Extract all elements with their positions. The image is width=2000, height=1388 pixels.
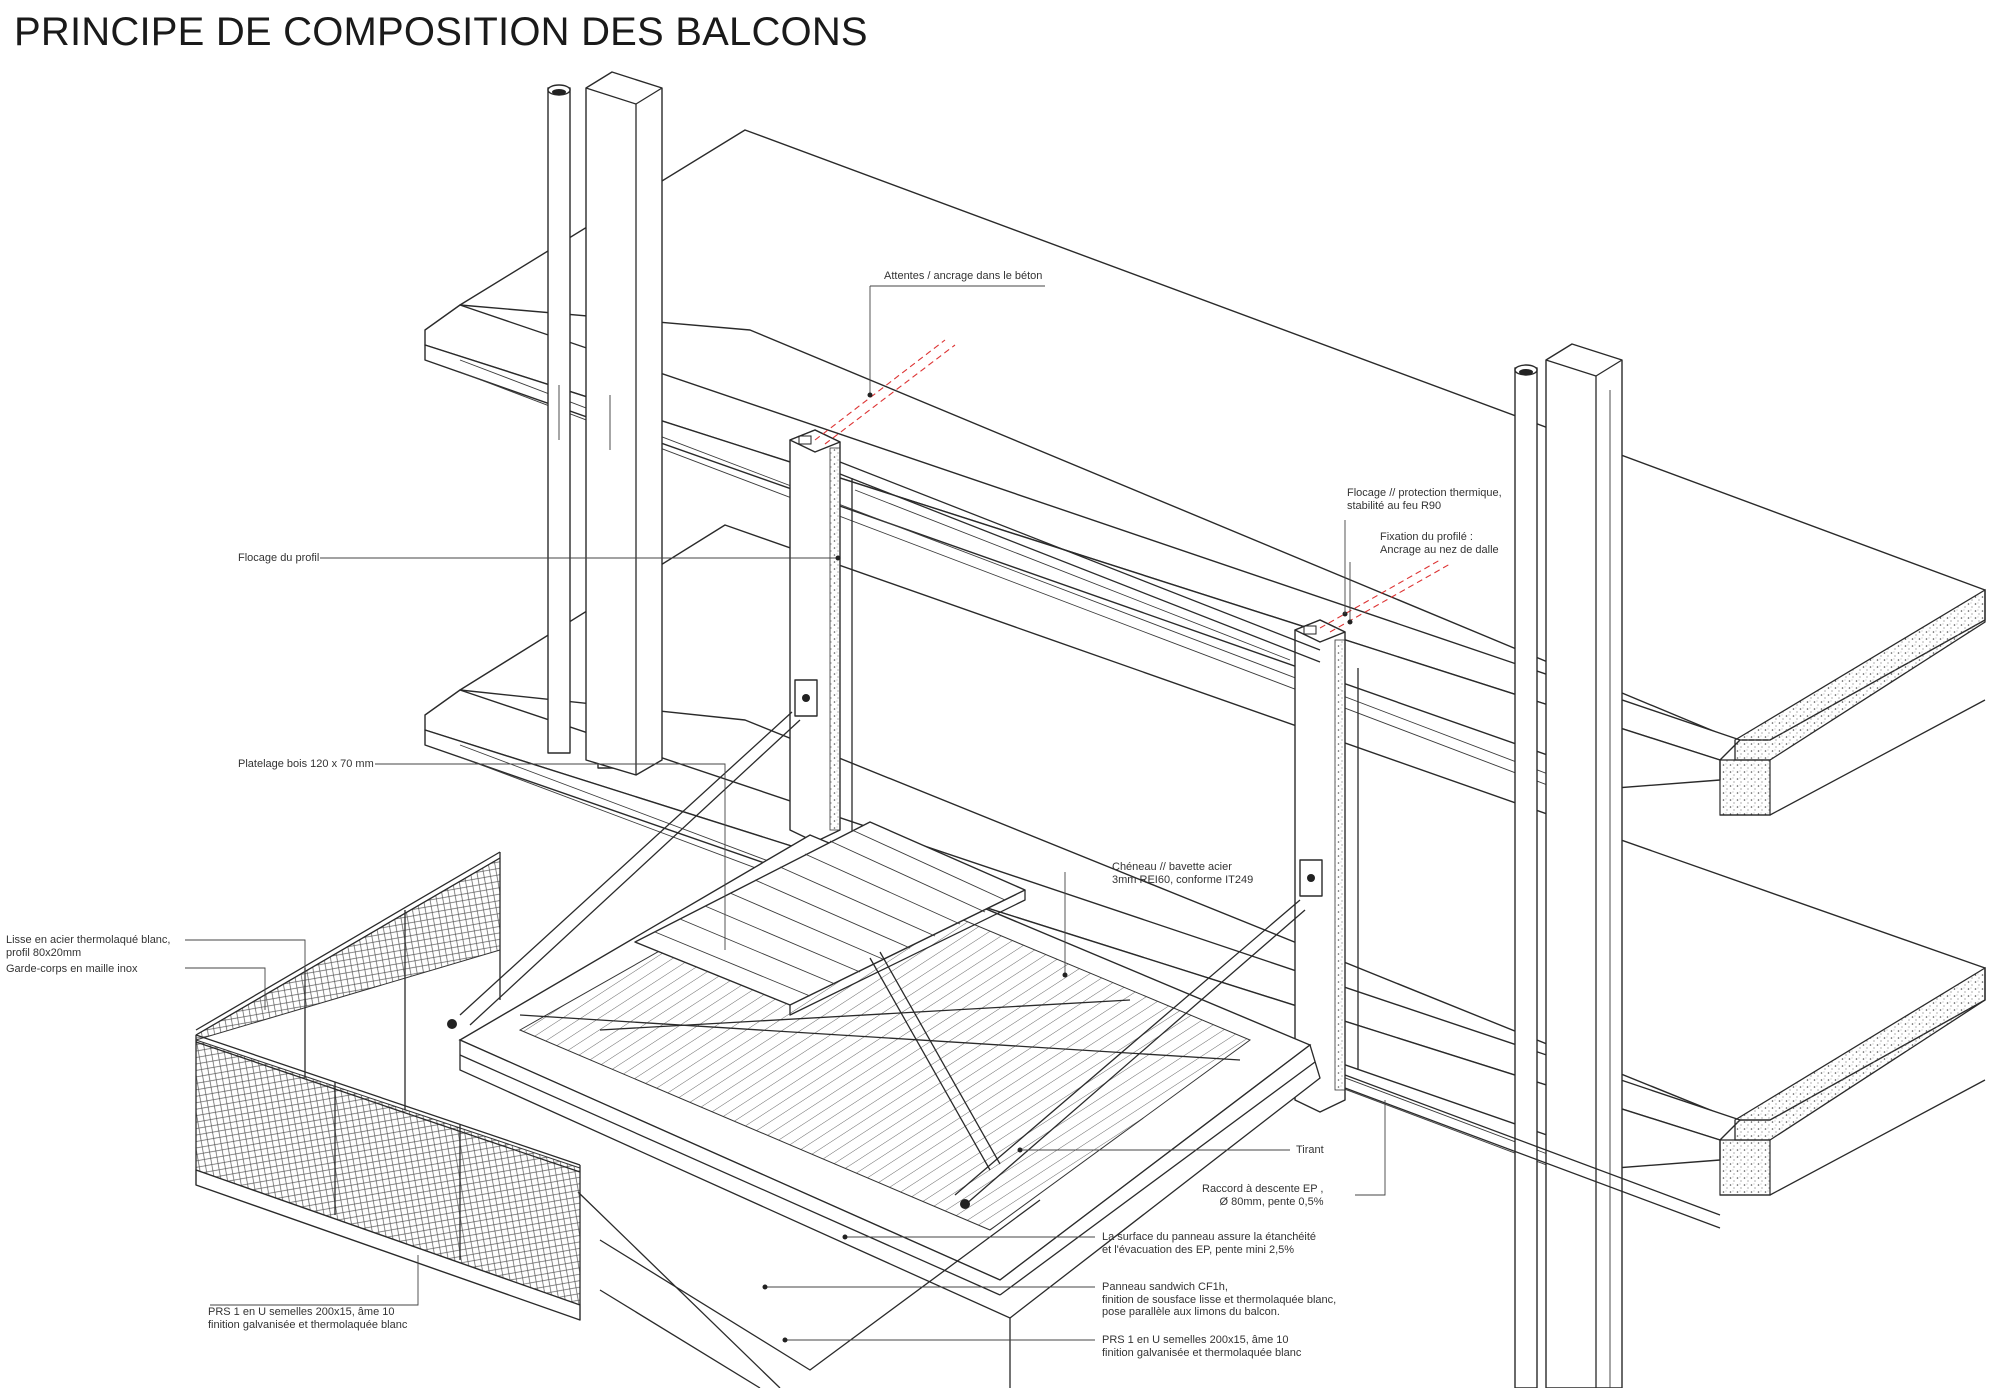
annotation-panneau: Panneau sandwich CF1h, finition de sousf… bbox=[1102, 1281, 1336, 1319]
left-columns bbox=[547, 71, 663, 776]
annotation-line: Raccord à descente EP , bbox=[1202, 1183, 1324, 1195]
annotation-flocage-profil: Flocage du profil bbox=[238, 552, 319, 565]
annotation-line: Garde-corps en maille inox bbox=[6, 963, 138, 975]
annotation-prs-left: PRS 1 en U semelles 200x15, âme 10 finit… bbox=[208, 1306, 407, 1331]
annotation-line: Fixation du profilé : bbox=[1380, 531, 1473, 543]
annotation-line: Lisse en acier thermolaqué blanc, bbox=[6, 934, 171, 946]
annotation-line: finition galvanisée et thermolaquée blan… bbox=[208, 1318, 408, 1331]
annotation-attentes: Attentes / ancrage dans le béton bbox=[884, 270, 1042, 283]
annotation-prs-right: PRS 1 en U semelles 200x15, âme 10 finit… bbox=[1102, 1334, 1301, 1359]
annotation-line: PRS 1 en U semelles 200x15, âme 10 bbox=[208, 1306, 395, 1318]
annotation-line: et l'évacuation des EP, pente mini 2,5% bbox=[1102, 1243, 1295, 1256]
annotation-line: profil 80x20mm bbox=[6, 946, 82, 959]
annotation-line: 3mm REI60, conforme IT249 bbox=[1112, 873, 1254, 886]
annotation-line: finition galvanisée et thermolaquée blan… bbox=[1102, 1346, 1302, 1359]
annotation-surface: La surface du panneau assure la étanchéi… bbox=[1102, 1231, 1316, 1256]
annotation-line: pose parallèle aux limons du balcon. bbox=[1102, 1306, 1280, 1318]
annotation-line: La surface du panneau assure la étanchéi… bbox=[1102, 1231, 1317, 1243]
annotation-line: Ancrage au nez de dalle bbox=[1380, 543, 1499, 556]
annotation-line: Flocage // protection thermique, bbox=[1347, 487, 1502, 499]
annotation-lisse: Lisse en acier thermolaqué blanc, profil… bbox=[6, 934, 170, 959]
annotation-line: Platelage bois 120 x 70 mm bbox=[238, 758, 374, 770]
bracing bbox=[447, 679, 1323, 1209]
annotation-line: stabilité au feu R90 bbox=[1347, 499, 1442, 512]
annotation-line: finition de sousface lisse et thermolaqu… bbox=[1102, 1293, 1337, 1306]
annotation-line: PRS 1 en U semelles 200x15, âme 10 bbox=[1102, 1334, 1289, 1346]
annotation-line: Flocage du profil bbox=[238, 552, 320, 564]
annotation-line: Tirant bbox=[1296, 1144, 1324, 1156]
annotation-tirant: Tirant bbox=[1296, 1144, 1324, 1157]
annotation-cheneau: Chéneau // bavette acier 3mm REI60, conf… bbox=[1112, 861, 1253, 886]
annotation-line: Attentes / ancrage dans le béton bbox=[884, 270, 1043, 282]
annotation-platelage: Platelage bois 120 x 70 mm bbox=[238, 758, 374, 771]
annotation-line: Chéneau // bavette acier bbox=[1112, 861, 1232, 873]
guardrail bbox=[195, 851, 581, 1321]
page-title: PRINCIPE DE COMPOSITION DES BALCONS bbox=[14, 10, 868, 54]
annotation-raccord: Raccord à descente EP , Ø 80mm, pente 0,… bbox=[1202, 1183, 1323, 1208]
annotation-line: Ø 80mm, pente 0,5% bbox=[1219, 1195, 1324, 1208]
annotation-garde-corps: Garde-corps en maille inox bbox=[6, 963, 137, 976]
annotation-line: Panneau sandwich CF1h, bbox=[1102, 1281, 1228, 1293]
leader-lines bbox=[185, 285, 1386, 1343]
right-columns bbox=[1514, 343, 1623, 1388]
annotation-flocage-thermique: Flocage // protection thermique, stabili… bbox=[1347, 487, 1502, 512]
annotation-fixation: Fixation du profilé : Ancrage au nez de … bbox=[1380, 531, 1499, 556]
wood-decking bbox=[634, 821, 1026, 1016]
